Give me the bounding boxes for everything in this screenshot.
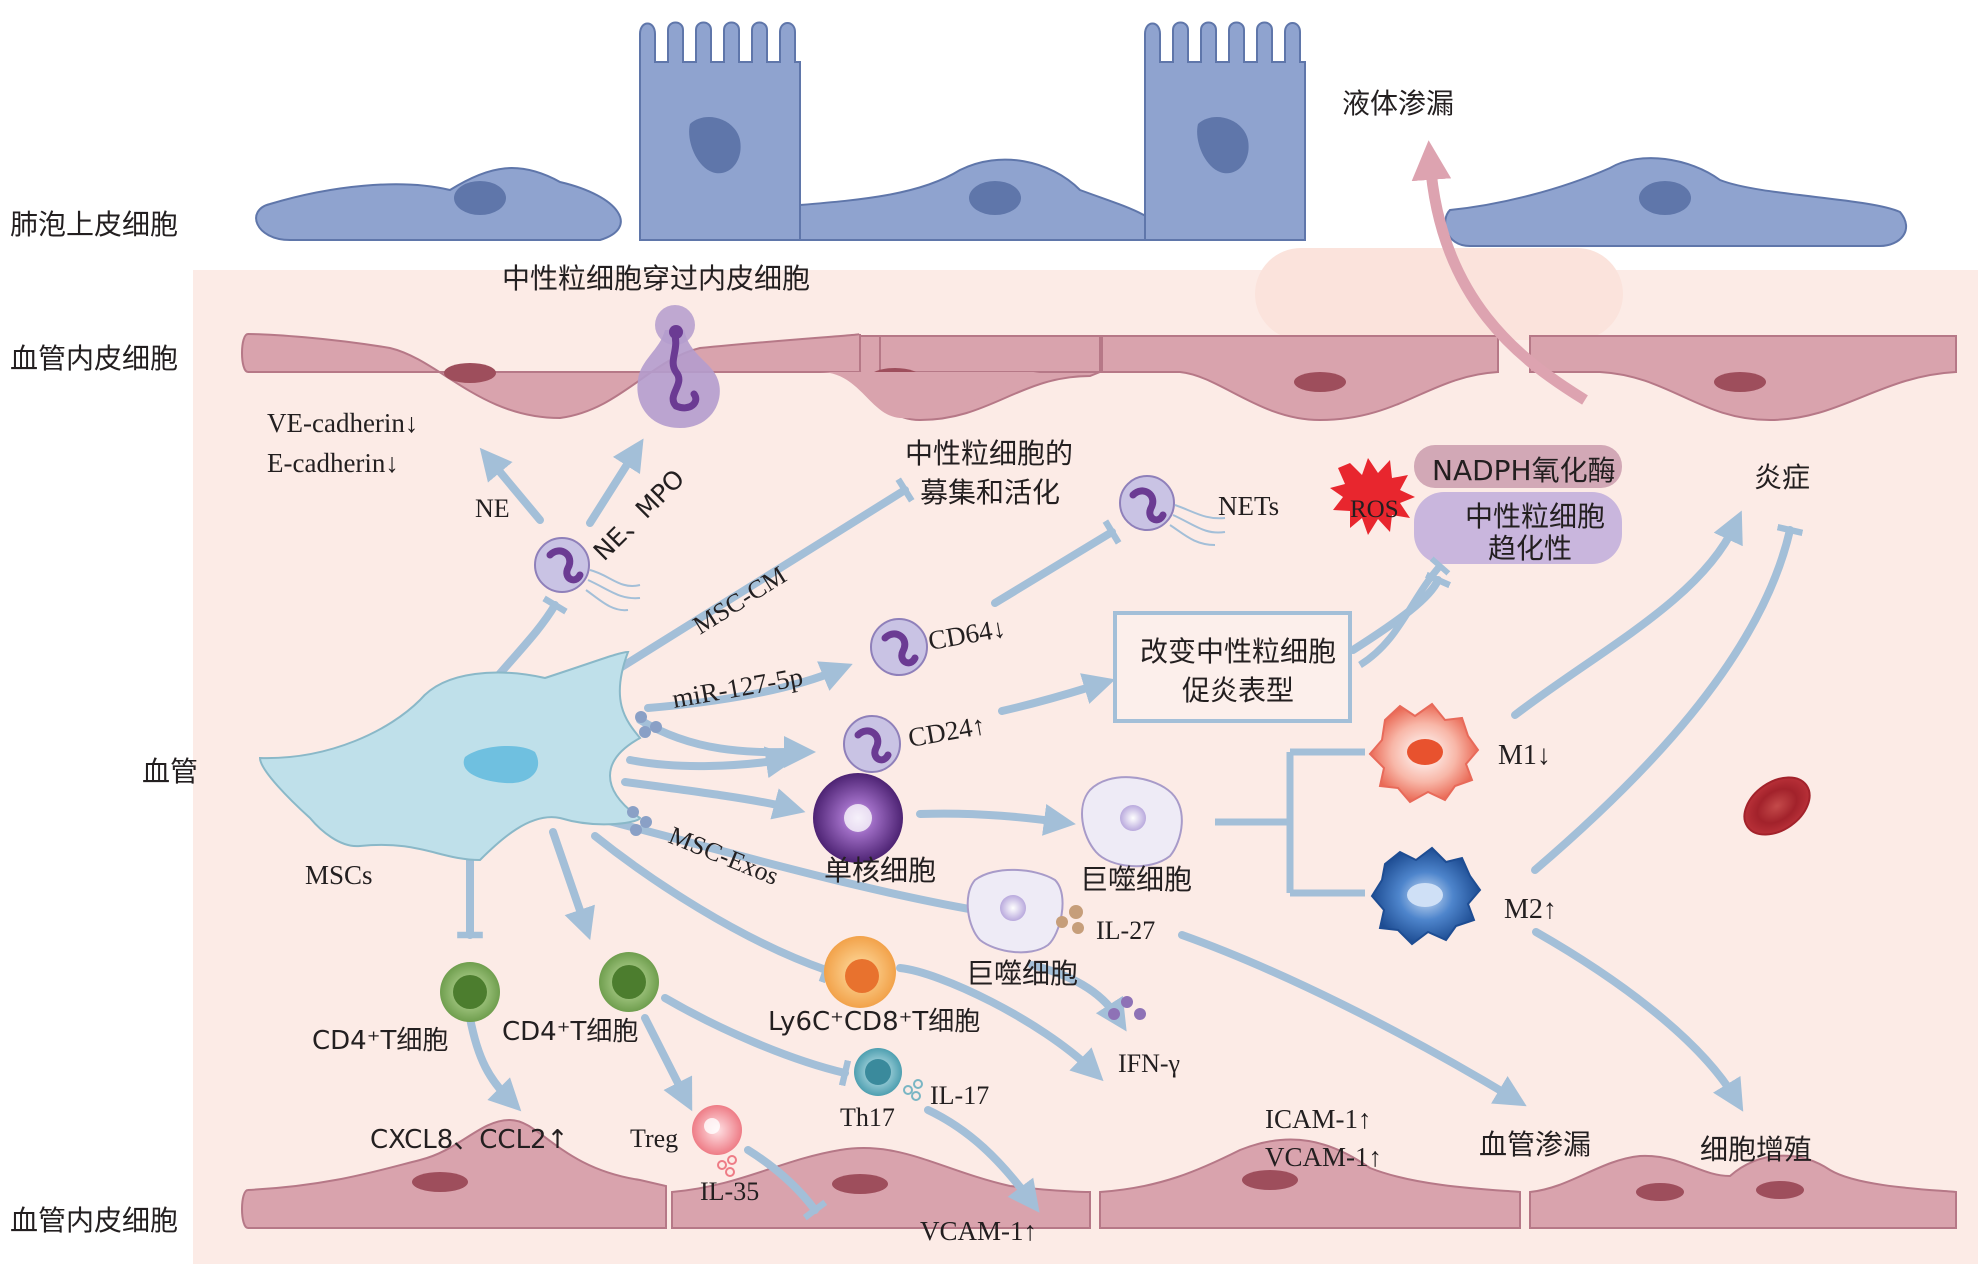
cd4-t-cell-1: [440, 962, 500, 1022]
alveolar-epithelium: [255, 21, 1907, 340]
label-ifn: IFN-γ: [1118, 1049, 1180, 1078]
label-vascular-leak: 血管渗漏: [1479, 1128, 1591, 1161]
label-vessel: 血管: [142, 755, 198, 788]
cd8-t-cell: [824, 936, 896, 1008]
exosome-dots: [627, 711, 662, 836]
il27-particles: [1056, 905, 1084, 934]
m2-macrophage: [1370, 846, 1482, 946]
macrophage-cell-1: [1081, 776, 1183, 868]
monocyte-cell: [813, 773, 903, 863]
label-il27: IL-27: [1096, 916, 1155, 945]
label-chemotaxis-line1: 中性粒细胞: [1465, 500, 1605, 533]
label-il35: IL-35: [700, 1177, 759, 1206]
leak-gap: [1255, 248, 1623, 340]
transmigrating-neutrophil: [637, 305, 720, 428]
label-cd4-t-1: CD4⁺T细胞: [312, 1026, 448, 1056]
macrophage-fate-bracket: [1215, 748, 1365, 897]
label-recruit-line1: 中性粒细胞的: [905, 437, 1073, 470]
label-macrophage-1: 巨噬细胞: [1080, 863, 1192, 896]
label-chemotaxis-line2: 趋化性: [1488, 532, 1572, 565]
label-mscs: MSCs: [305, 860, 373, 890]
label-alveolar-epithelial: 肺泡上皮细胞: [10, 208, 178, 241]
pathway-arrows: [457, 438, 1804, 1221]
macrophage-cell-2: [966, 868, 1064, 954]
top-endothelium: [241, 332, 1957, 422]
label-proliferation: 细胞增殖: [1700, 1133, 1812, 1166]
label-th17: Th17: [840, 1103, 895, 1132]
label-recruit-line2: 募集和活化: [920, 476, 1060, 509]
label-cxcl: CXCL8、CCL2↑: [370, 1125, 568, 1155]
label-vcam: VCAM-1↑: [1265, 1142, 1382, 1172]
th17-il17-particles: [903, 1079, 923, 1101]
phenotype-box: [1113, 611, 1352, 723]
m1-macrophage: [1368, 702, 1480, 804]
label-neutrophil-transmigration: 中性粒细胞穿过内皮细胞: [502, 262, 810, 295]
label-endothelial-top: 血管内皮细胞: [10, 342, 178, 375]
label-icam: ICAM-1↑: [1265, 1104, 1372, 1134]
label-fluid-leak: 液体渗漏: [1342, 87, 1454, 120]
label-e-cadherin: E-cadherin↓: [267, 448, 399, 478]
treg-il35-particles: [717, 1155, 737, 1177]
label-phenotype-line1: 改变中性粒细胞: [1140, 635, 1336, 668]
neutrophil-cd64: [870, 618, 928, 676]
label-vcam-bottom: VCAM-1↑: [920, 1216, 1037, 1246]
ifn-gamma-particles: [1108, 996, 1146, 1020]
nadph-box: [1414, 445, 1622, 488]
treg-cell: [692, 1105, 742, 1155]
label-endothelial-bottom: 血管内皮细胞: [10, 1204, 178, 1237]
neutrophil-nets: [1119, 475, 1226, 546]
label-phenotype-line2: 促炎表型: [1182, 674, 1294, 707]
label-treg: Treg: [630, 1124, 678, 1153]
label-nadph: NADPH氧化酶: [1432, 454, 1616, 487]
label-m2: M2↑: [1504, 894, 1557, 925]
label-inflammation: 炎症: [1754, 461, 1810, 494]
neutrophil-near-msc: [534, 537, 641, 612]
label-il17: IL-17: [930, 1081, 989, 1110]
th17-cell: [854, 1048, 902, 1096]
ros-burst: [1330, 458, 1415, 535]
label-nets: NETs: [1218, 491, 1279, 521]
msc-cell: [258, 650, 642, 862]
red-blood-cell: [1743, 776, 1811, 836]
label-ros: ROS: [1350, 496, 1399, 523]
label-monocyte: 单核细胞: [824, 854, 936, 887]
cd4-t-cell-2: [599, 952, 659, 1012]
phenotype-to-chemotaxis-arrow: [1358, 556, 1451, 668]
label-macrophage-2: 巨噬细胞: [966, 957, 1078, 990]
label-ne: NE: [475, 494, 510, 523]
chemotaxis-box: [1414, 492, 1622, 564]
label-m1: M1↓: [1498, 740, 1551, 771]
neutrophil-cd24: [843, 715, 901, 773]
label-ve-cadherin: VE-cadherin↓: [267, 408, 418, 438]
fluid-leak-arrow: [1411, 140, 1588, 405]
label-ly6c: Ly6C⁺CD8⁺T细胞: [768, 1007, 980, 1037]
label-cd4-t-2: CD4⁺T细胞: [502, 1017, 638, 1047]
